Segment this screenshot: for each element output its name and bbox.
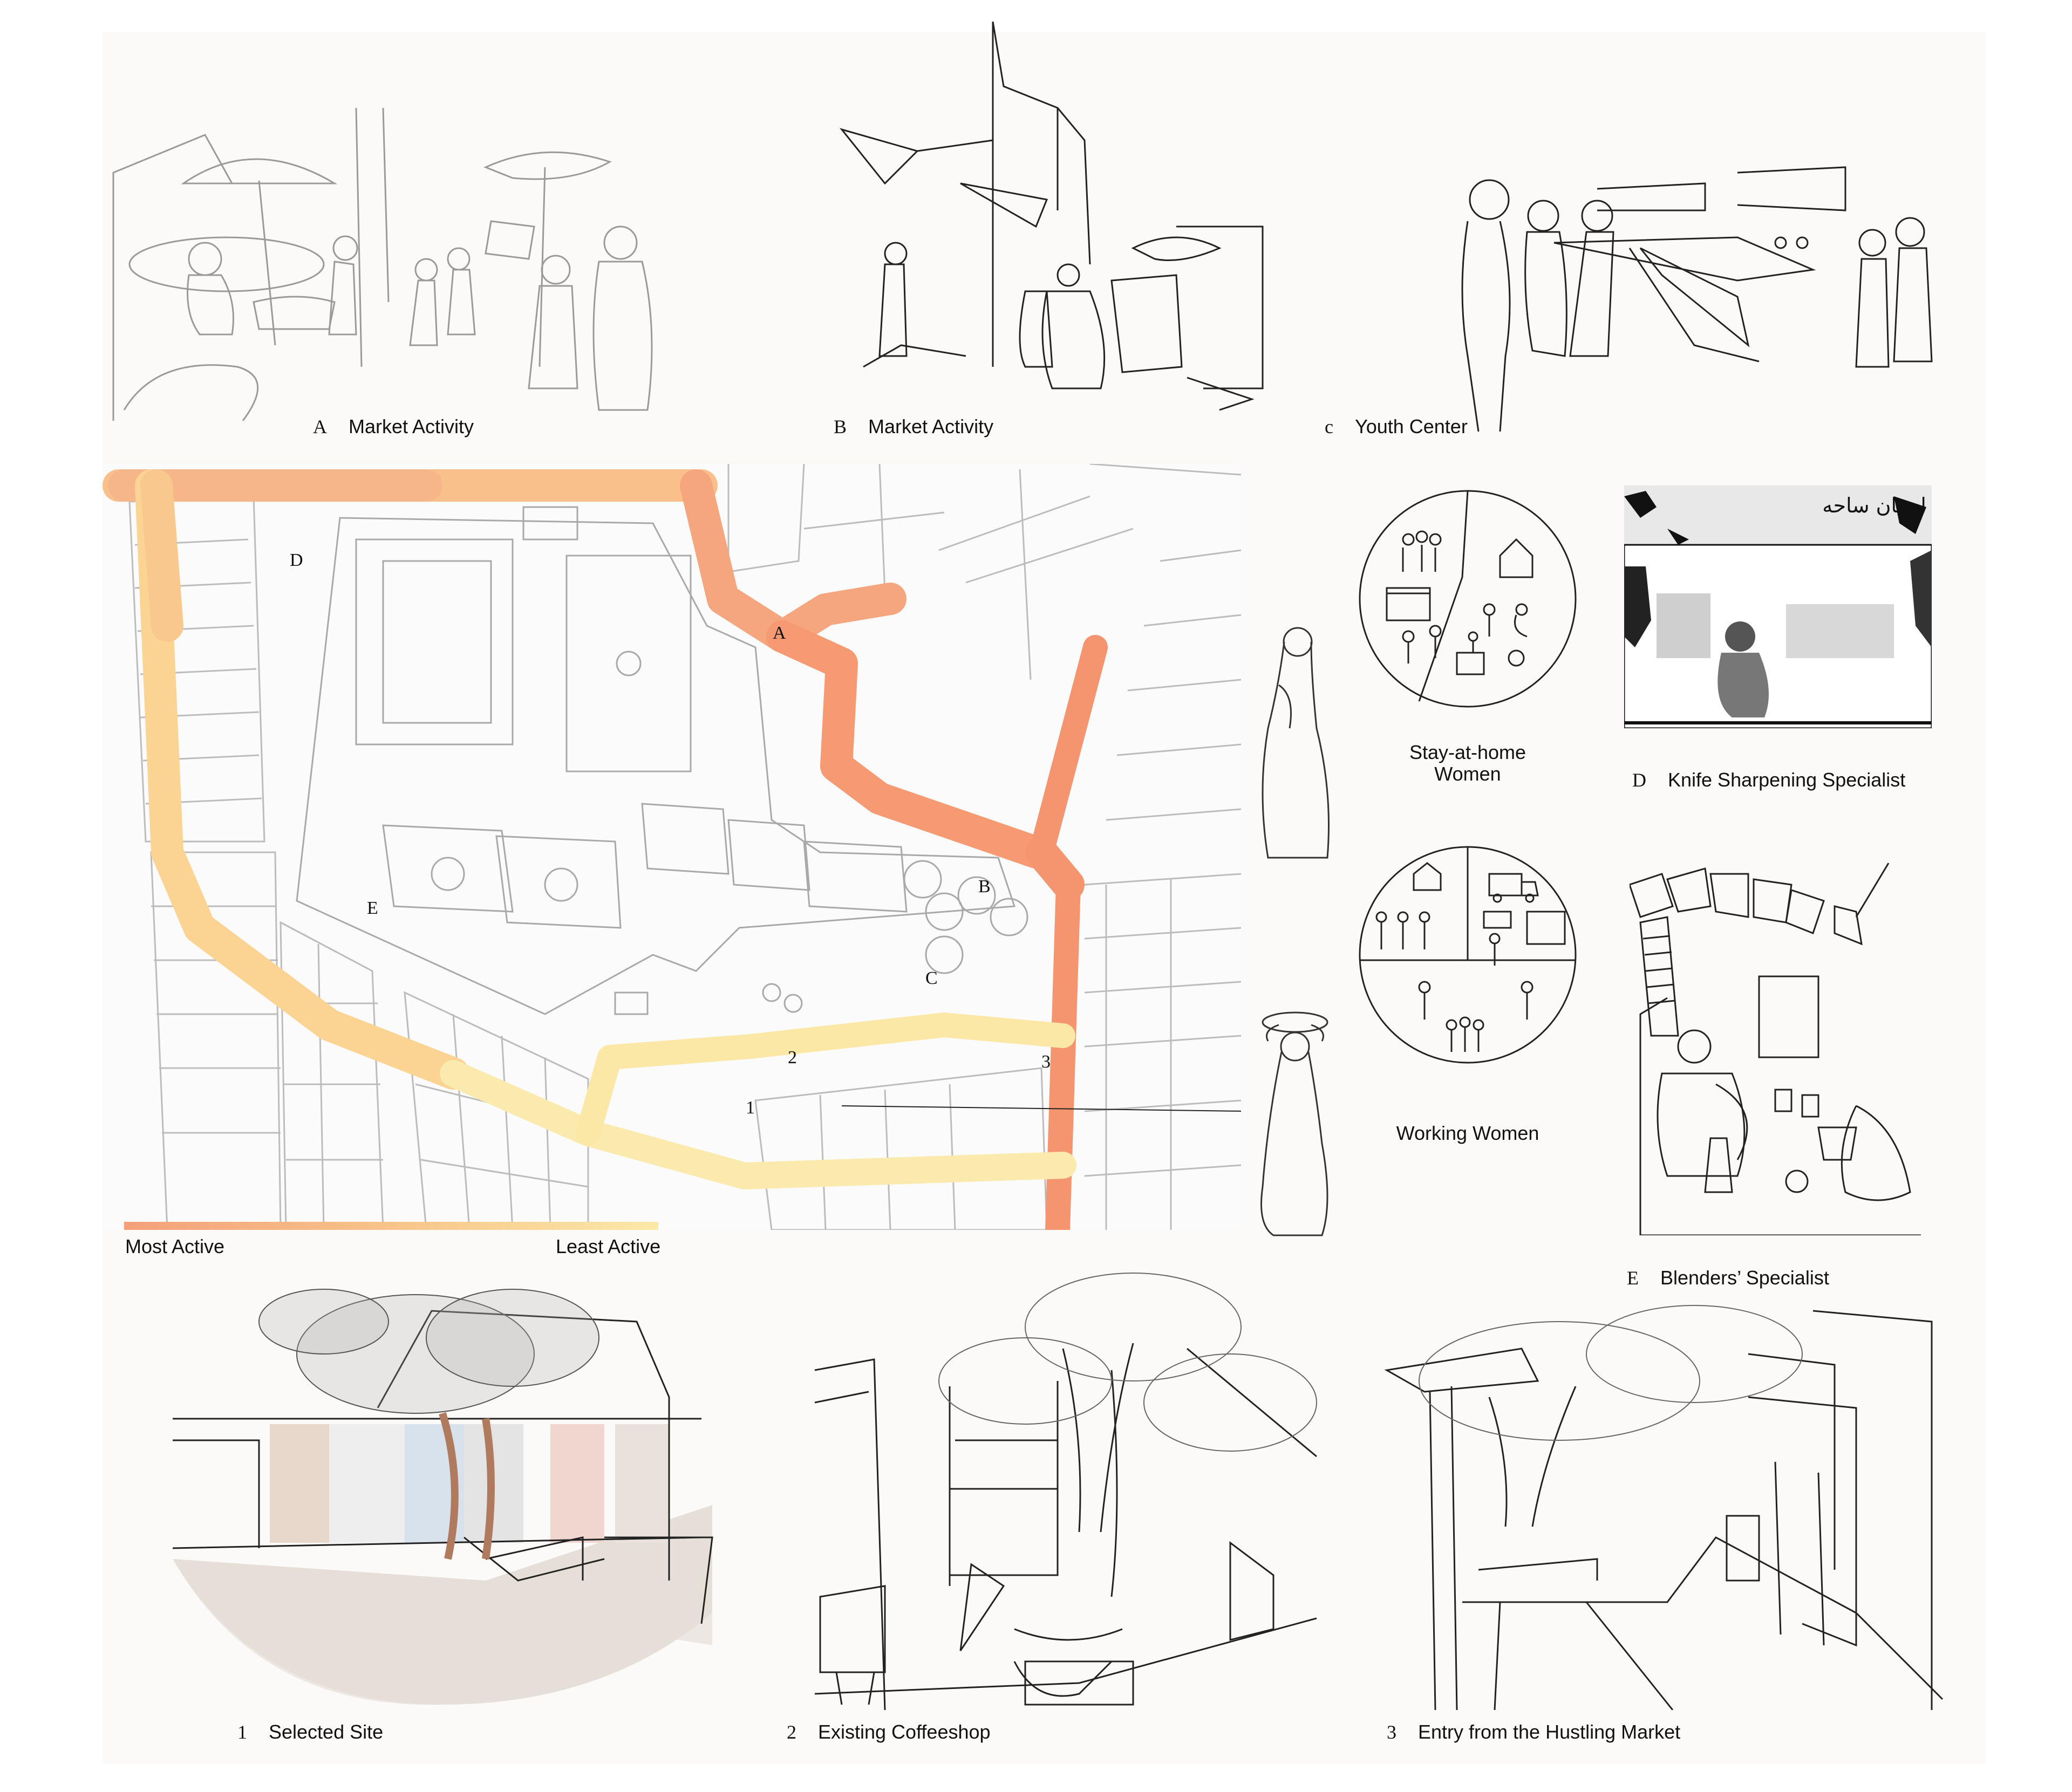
caption-2-title: Existing Coffeeshop [818,1721,991,1743]
diagram-stay-at-home [1354,485,1581,712]
map-label-a: A [773,623,786,643]
label-working-women: Working Women [1396,1122,1539,1144]
caption-b: B Market Activity [834,415,993,438]
house-icon [1499,538,1533,578]
map-label-1: 1 [746,1098,755,1118]
map-label-3: 3 [1041,1052,1051,1072]
site-map [103,464,1241,1230]
caption-a-letter: A [313,416,327,437]
caption-e-letter: E [1627,1267,1639,1289]
caption-a-title: Market Activity [349,415,474,437]
house-icon [1413,862,1442,891]
label-stay-at-home-line2: Women [1434,763,1501,785]
caption-3: 3 Entry from the Hustling Market [1387,1721,1680,1743]
shop-sign-text: اسنان ساحه [1822,494,1926,517]
caption-1: 1 Selected Site [237,1721,383,1743]
map-label-b: B [978,877,991,897]
sketch-blenders-specialist [1630,858,1932,1235]
map-label-c: C [925,968,938,988]
sketch-existing-coffeeshop [809,1262,1322,1710]
diagram-working-women [1349,842,1586,1068]
sketch-market-activity-b [831,22,1273,421]
legend-least-active: Least Active [556,1235,661,1257]
map-label-e: E [367,898,378,918]
map-label-d: D [290,550,303,570]
sketch-market-activity-a [103,86,685,421]
caption-e: E Blenders’ Specialist [1627,1267,1829,1289]
caption-2-letter: 2 [787,1721,796,1743]
caption-d: D Knife Sharpening Specialist [1632,769,1905,791]
caption-3-letter: 3 [1387,1721,1396,1743]
figure-woman-standing [1246,620,1338,863]
label-stay-at-home: Stay-at-home Women [1381,742,1554,785]
caption-d-letter: D [1632,769,1646,791]
sketch-market-entry [1371,1300,1948,1710]
caption-3-title: Entry from the Hustling Market [1418,1721,1681,1743]
caption-1-title: Selected Site [269,1721,384,1743]
caption-c: c Youth Center [1325,415,1468,438]
caption-a: A Market Activity [313,415,474,438]
caption-b-letter: B [834,416,847,437]
legend-most-active: Most Active [125,1235,225,1257]
caption-e-title: Blenders’ Specialist [1660,1267,1829,1289]
sketch-youth-center [1435,151,1942,432]
render-selected-site [162,1278,723,1710]
caption-c-title: Youth Center [1354,415,1468,437]
caption-1-letter: 1 [237,1721,247,1743]
label-stay-at-home-line1: Stay-at-home [1409,741,1526,763]
caption-d-title: Knife Sharpening Specialist [1668,769,1906,791]
caption-2: 2 Existing Coffeeshop [787,1721,991,1743]
photo-knife-sharpening [1624,485,1932,728]
caption-b-title: Market Activity [868,415,994,437]
map-label-2: 2 [788,1048,797,1068]
figure-woman-carrying [1241,1009,1349,1241]
caption-c-letter: c [1325,416,1333,437]
